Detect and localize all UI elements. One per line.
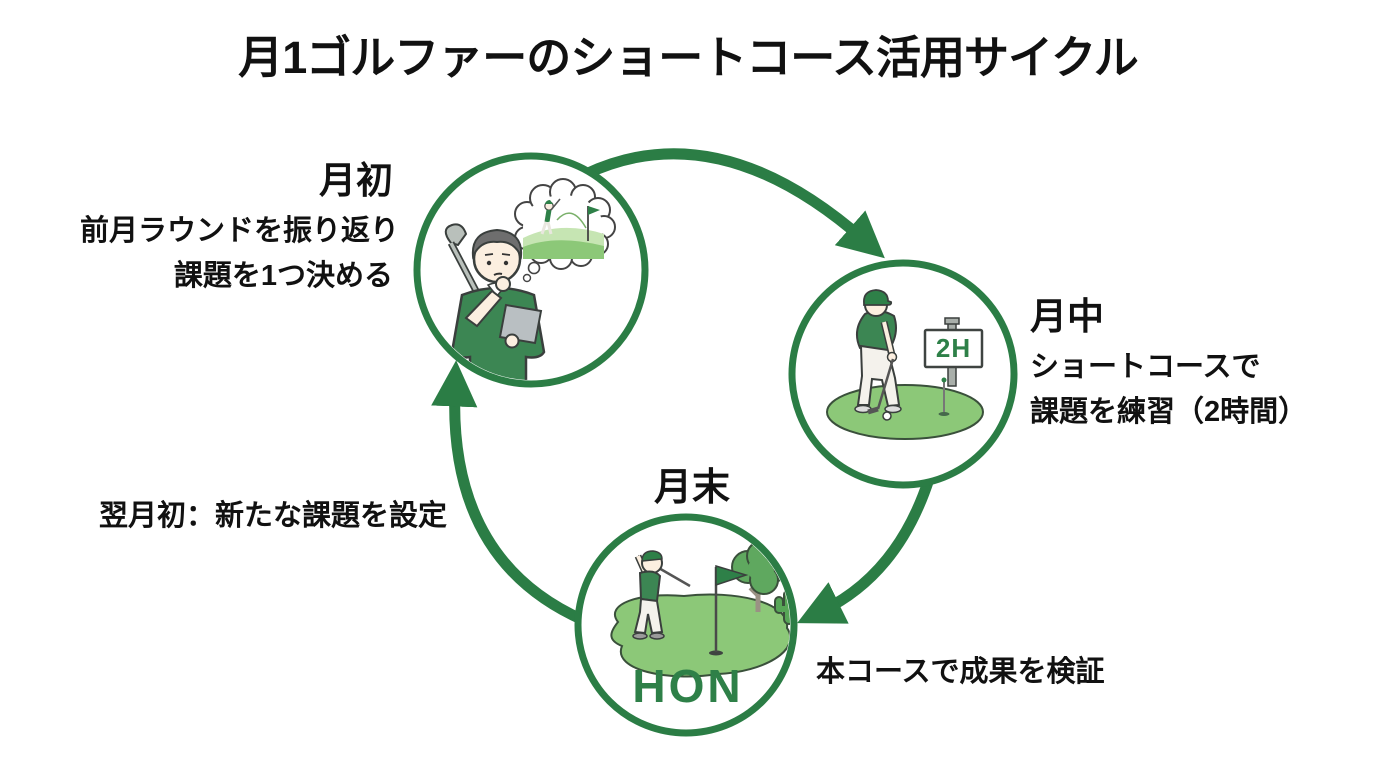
step1-text-block: 月初 前月ラウンドを振り返り 課題を1つ決める	[80, 160, 400, 293]
step3-label: 月末	[653, 467, 730, 509]
hon-course-badge: HON	[632, 660, 744, 712]
page-title: 月1ゴルファーのショートコース活用サイクル	[238, 32, 1139, 83]
thinking-golfer-illustration	[444, 178, 616, 380]
step2-text-block: 月中 ショートコースで 課題を練習（2時間）	[1030, 296, 1307, 429]
practice-sign	[923, 317, 984, 387]
tree-icon	[731, 540, 790, 612]
step1-circle	[413, 152, 649, 388]
swinging-golfer-illustration	[610, 540, 790, 678]
step3-result-text: 本コースで成果を検証	[816, 656, 1105, 688]
step1-line2: 課題を1つ決める	[173, 259, 393, 292]
step1-label: 月初	[319, 160, 393, 201]
cycle-arrow-top-icon	[583, 148, 885, 259]
cycle-arrow-left-icon	[431, 360, 586, 626]
step2-label: 月中	[1030, 296, 1104, 337]
loop-note: 翌月初：新たな課題を設定	[99, 500, 448, 532]
step2-line2: 課題を練習（2時間）	[1030, 395, 1308, 428]
flag-icon	[709, 564, 749, 656]
step3-circle	[574, 513, 798, 737]
putting-golfer-illustration	[826, 289, 984, 440]
step2-line1: ショートコースで	[1030, 350, 1261, 383]
sign-2h-label: 2H	[935, 332, 972, 363]
cycle-arrow-right-icon	[797, 477, 935, 624]
step2-circle	[788, 259, 1018, 489]
thought-bubble-icon	[514, 178, 616, 283]
step1-line1: 前月ラウンドを振り返り	[80, 214, 400, 247]
